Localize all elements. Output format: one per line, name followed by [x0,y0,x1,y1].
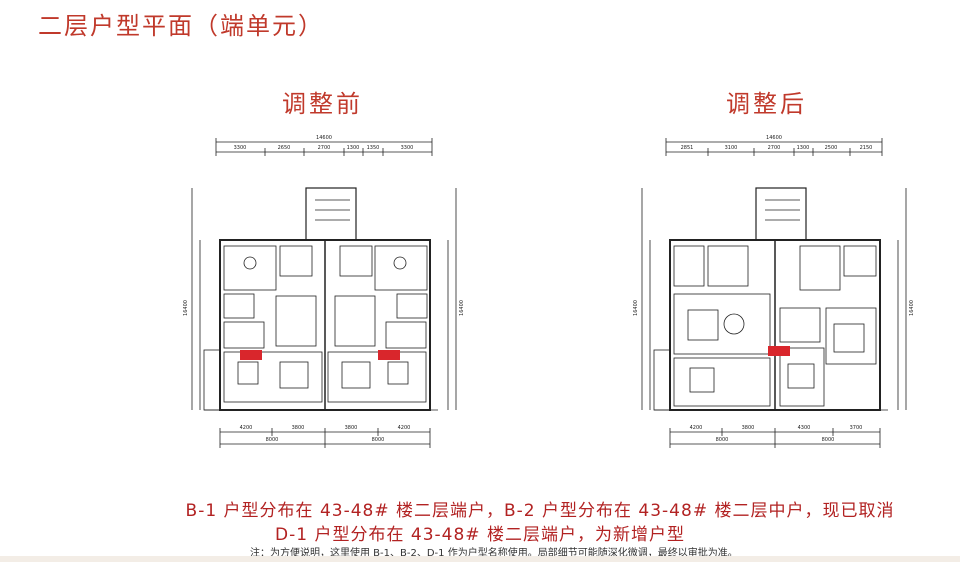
floor-plan-after-drawing: 14600 2851 3100 2700 1300 2500 2150 4200… [633,135,915,448]
dim-top-6: 3300 [401,145,414,151]
dim-bottom-3: 3800 [345,425,358,431]
caption-line-1: B-1 户型分布在 43-48# 楼二层端户，B-2 户型分布在 43-48# … [185,501,895,521]
dim-total-width: 14600 [316,135,332,141]
dim-top-4: 1300 [347,145,360,151]
dim-depth-right: 16400 [909,300,915,316]
dim-bottom-total-2: 8000 [822,437,835,443]
before-label: 调整前 [282,90,363,118]
dim-bottom-total-1: 8000 [266,437,279,443]
footer-bar [0,556,960,562]
highlight-b1-before [240,350,262,360]
floor-plan-before-drawing: 14600 3300 2650 2700 1300 1350 3300 4200… [183,135,465,448]
dim-bottom-total-1: 8000 [716,437,729,443]
dim-top-2: 3100 [725,145,738,151]
dim-total-width: 14600 [766,135,782,141]
footnote: 注：为方便说明，这里使用 B-1、B-2、D-1 作为户型名称使用。局部细节可能… [250,548,738,559]
dim-top-3: 2700 [768,145,781,151]
dim-bottom-4: 3700 [850,425,863,431]
after-label: 调整后 [726,90,807,118]
highlight-b2-before [378,350,400,360]
dim-top-3: 2700 [318,145,331,151]
page-title: 二层户型平面（端单元） [38,12,324,40]
floor-plan-after: 14600 2851 3100 2700 1300 2500 2150 4200… [630,128,920,468]
dim-top-5: 1350 [367,145,380,151]
dim-bottom-2: 3800 [742,425,755,431]
dim-bottom-3: 4300 [798,425,811,431]
dim-bottom-4: 4200 [398,425,411,431]
dim-depth-left: 16400 [183,300,189,316]
dim-top-6: 2150 [860,145,873,151]
caption-line-2: D-1 户型分布在 43-48# 楼二层端户，为新增户型 [275,525,685,545]
dim-bottom-total-2: 8000 [372,437,385,443]
dim-top-1: 3300 [234,145,247,151]
dim-depth-right: 16400 [459,300,465,316]
dim-top-2: 2650 [278,145,291,151]
dim-top-4: 1300 [797,145,810,151]
dim-bottom-1: 4200 [240,425,253,431]
dim-bottom-2: 3800 [292,425,305,431]
dim-top-5: 2500 [825,145,838,151]
dim-bottom-1: 4200 [690,425,703,431]
dim-depth-left: 16400 [633,300,639,316]
highlight-d1-after [768,346,790,356]
dim-top-1: 2851 [681,145,694,151]
floor-plan-before: 14600 3300 2650 2700 1300 1350 3300 4200… [180,128,470,468]
